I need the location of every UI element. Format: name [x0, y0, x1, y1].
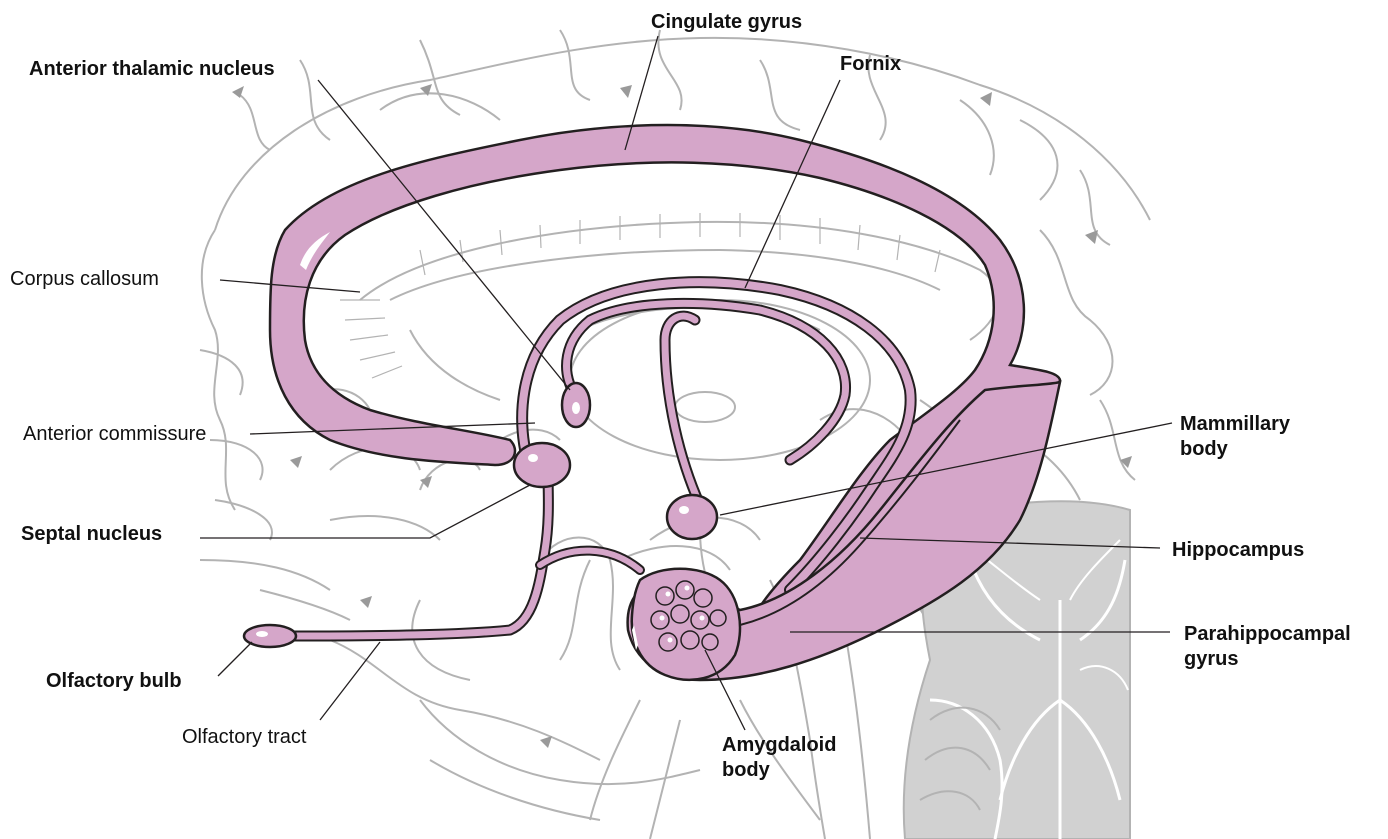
leader-fornix	[745, 80, 840, 288]
label-mammillary-body: Mammillary body	[1180, 412, 1290, 462]
label-cingulate-gyrus: Cingulate gyrus	[651, 10, 802, 35]
leader-olfactory-bulb	[218, 642, 252, 676]
label-amygdaloid-body: Amygdaloid body	[722, 733, 836, 783]
label-parahippocampal-gyrus-line-1: Parahippocampal	[1184, 622, 1351, 647]
limbic-structures	[244, 125, 1060, 680]
label-olfactory-tract: Olfactory tract	[182, 725, 306, 750]
label-fornix: Fornix	[840, 52, 901, 77]
label-amygdaloid-body-line-1: Amygdaloid	[722, 733, 836, 758]
label-mammillary-body-line-1: Mammillary	[1180, 412, 1290, 437]
label-anterior-thalamic-nucleus: Anterior thalamic nucleus	[29, 57, 275, 82]
leader-olfactory-tract	[320, 642, 380, 720]
label-septal-nucleus: Septal nucleus	[21, 522, 162, 547]
label-parahippocampal-gyrus-line-2: gyrus	[1184, 647, 1351, 672]
leader-septal-nucleus	[200, 485, 530, 538]
label-olfactory-bulb: Olfactory bulb	[46, 669, 182, 694]
label-corpus-callosum: Corpus callosum	[10, 267, 159, 292]
olfactory-bulb-shape	[244, 625, 296, 647]
mammillary-body-shape	[667, 495, 717, 539]
label-parahippocampal-gyrus: Parahippocampal gyrus	[1184, 622, 1351, 672]
leader-anterior-thalamic-nucleus	[318, 80, 570, 390]
label-amygdaloid-body-line-2: body	[722, 758, 836, 783]
label-hippocampus: Hippocampus	[1172, 538, 1304, 563]
label-anterior-commissure: Anterior commissure	[23, 422, 206, 447]
septal-nucleus-shape	[514, 443, 570, 487]
corpus-callosum-hatch	[340, 213, 940, 378]
label-mammillary-body-line-2: body	[1180, 437, 1290, 462]
